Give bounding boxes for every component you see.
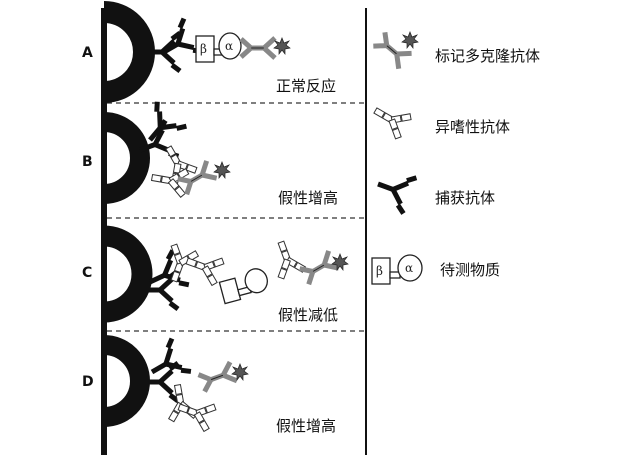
legend-capture-antibody-icon <box>372 166 417 213</box>
bead-c <box>103 225 153 323</box>
row-c-complex <box>142 236 349 309</box>
legend-label-capture: 捕获抗体 <box>435 189 495 207</box>
bead-d <box>103 335 150 427</box>
beta-label: β <box>200 42 207 56</box>
caption-row-c: 假性减低 <box>278 306 338 324</box>
caption-row-b: 假性增高 <box>278 189 338 207</box>
row-a-complex: β α <box>146 19 291 71</box>
row-letter-c: C <box>82 265 92 281</box>
row-letter-b: B <box>82 154 93 170</box>
legend-analyte-icon: β α <box>371 254 423 285</box>
alpha-label: α <box>225 39 233 53</box>
legend-labeled-polyclonal-antibody-icon <box>373 32 419 69</box>
legend-label-heterophilic: 异嗜性抗体 <box>435 118 510 136</box>
row-letter-a: A <box>82 45 93 61</box>
legend-label-labeled-polyclonal: 标记多克隆抗体 <box>435 47 540 65</box>
legend-alpha-label: α <box>405 261 413 275</box>
bead-b <box>103 112 150 204</box>
caption-row-d: 假性增高 <box>276 417 336 435</box>
bead-a <box>103 1 155 103</box>
legend-heterophilic-antibody-icon <box>367 97 414 142</box>
row-d-complex <box>143 339 249 434</box>
row-letter-d: D <box>82 374 94 390</box>
legend-label-analyte: 待测物质 <box>440 261 500 279</box>
caption-row-a: 正常反应 <box>276 77 336 95</box>
legend-beta-label: β <box>376 264 383 278</box>
